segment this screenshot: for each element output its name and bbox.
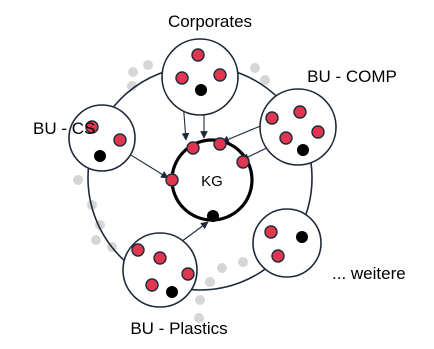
red-node (191, 48, 205, 62)
cluster-weitere-circle (252, 208, 322, 278)
gray-node (217, 263, 227, 273)
label-corporates: Corporates (168, 12, 252, 31)
black-node (94, 150, 106, 162)
red-node (311, 125, 325, 139)
red-node (236, 155, 250, 169)
red-node (165, 173, 179, 187)
red-node (213, 68, 227, 82)
red-node (113, 133, 127, 147)
label-bu-plastics: BU - Plastics (130, 319, 227, 338)
gray-node (127, 81, 137, 91)
black-node (297, 144, 309, 156)
gray-node (238, 257, 248, 267)
gray-node (194, 313, 204, 323)
cluster-bu-cs (68, 104, 136, 172)
red-node (265, 111, 279, 125)
label-bu-comp: BU - COMP (307, 67, 397, 86)
gray-node (205, 277, 215, 287)
red-node (145, 278, 159, 292)
cluster-bu-comp (259, 88, 337, 166)
black-node (296, 231, 308, 243)
gray-node (143, 60, 153, 70)
cluster-bu-comp-circle (259, 88, 337, 166)
red-node (264, 225, 278, 239)
gray-node (128, 67, 138, 77)
label-weitere: ... weitere (332, 264, 406, 283)
red-node (213, 137, 227, 151)
red-node (186, 141, 200, 155)
gray-node (73, 175, 83, 185)
cluster-corporates-circle (161, 38, 239, 116)
gray-node (91, 235, 101, 245)
label-bu-cs: BU - CS (33, 119, 95, 138)
kg-label: KG (201, 173, 223, 190)
cluster-weitere (252, 208, 322, 278)
cluster-bu-cs-circle (68, 104, 136, 172)
black-node (195, 84, 207, 96)
black-node (207, 210, 219, 222)
gray-node (260, 75, 270, 85)
black-node (166, 286, 178, 298)
gray-node (250, 63, 260, 73)
red-node (271, 249, 285, 263)
red-node (131, 243, 145, 257)
arrow-cs-to-kg (125, 151, 169, 179)
red-node (181, 267, 195, 281)
kg-node: KG (165, 137, 254, 222)
gray-node (195, 295, 205, 305)
red-node (279, 131, 293, 145)
red-node (85, 120, 99, 134)
red-node (293, 105, 307, 119)
cluster-corporates (161, 38, 239, 116)
red-node (175, 71, 189, 85)
red-node (153, 251, 167, 265)
cluster-bu-plastics (122, 232, 198, 308)
